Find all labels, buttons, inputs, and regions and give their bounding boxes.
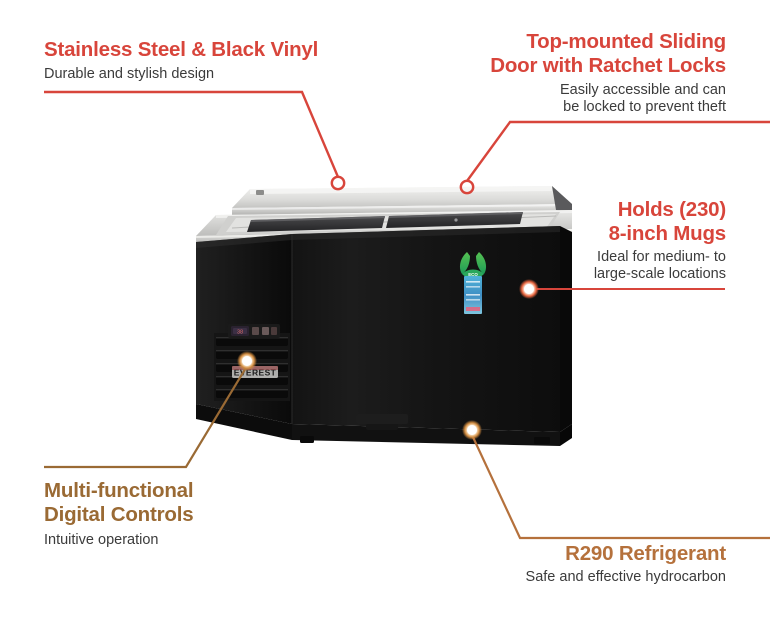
brand-wordmark: EVEREST — [234, 368, 277, 378]
callout-stainless-steel: Stainless Steel & Black Vinyl Durable an… — [44, 38, 318, 83]
callout-subtitle: Easily accessible and can be locked to p… — [559, 81, 726, 116]
callout-refrigerant: R290 Refrigerant Safe and effective hydr… — [426, 542, 727, 586]
callout-title: Top-mounted Sliding Door with Ratchet Lo… — [490, 30, 726, 77]
callout-title: R290 Refrigerant — [565, 542, 726, 565]
callout-subtitle: Ideal for medium- to large-scale locatio… — [593, 248, 726, 283]
callout-subtitle: Safe and effective hydrocarbon — [525, 568, 726, 585]
callout-title: Multi-functional Digital Controls — [44, 479, 194, 526]
callout-title: Holds (230) 8-inch Mugs — [608, 198, 727, 245]
callout-digital-controls: Multi-functional Digital Controls Intuit… — [44, 479, 304, 549]
callout-subtitle: Intuitive operation — [44, 531, 159, 548]
digital-control-panel: 38 — [228, 324, 280, 338]
callout-title: Stainless Steel & Black Vinyl — [44, 38, 319, 61]
svg-text:38: 38 — [237, 330, 243, 336]
eco-label: ECO — [459, 252, 487, 314]
callout-mug-capacity: Holds (230) 8-inch Mugs Ideal for medium… — [486, 198, 726, 284]
callout-subtitle: Durable and stylish design — [44, 65, 215, 82]
svg-text:ECO: ECO — [468, 272, 478, 277]
compressor-vent-grille: EVEREST — [214, 333, 290, 401]
sliding-door-handles — [247, 212, 523, 232]
callout-sliding-door: Top-mounted Sliding Door with Ratchet Lo… — [426, 30, 726, 117]
